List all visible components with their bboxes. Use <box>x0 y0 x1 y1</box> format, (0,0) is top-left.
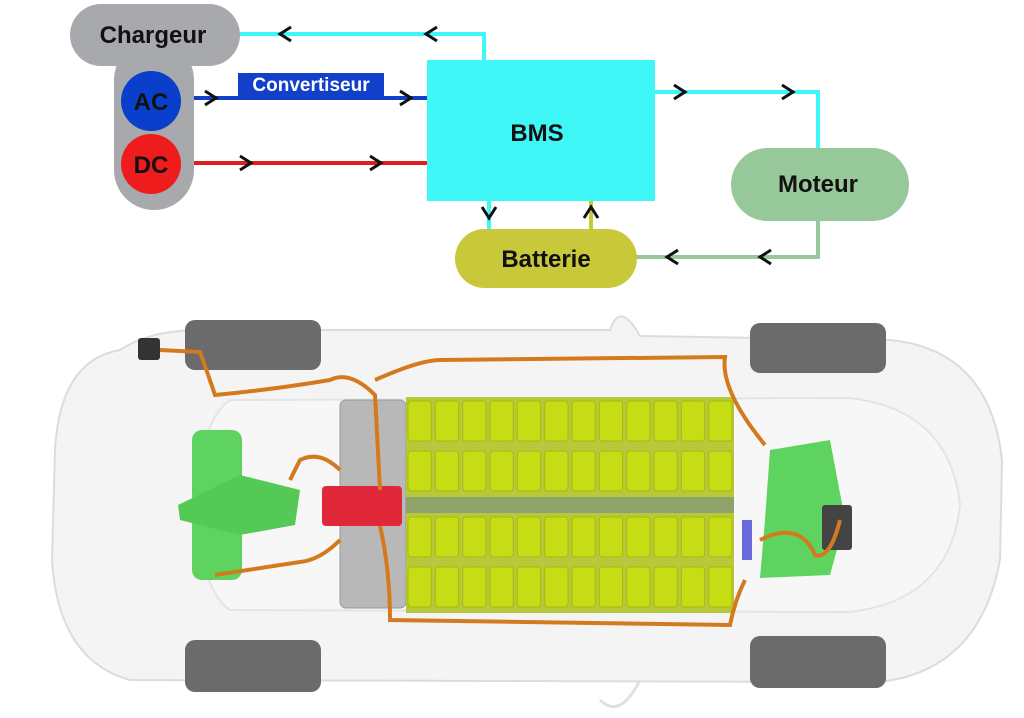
battery-module <box>571 516 596 558</box>
battery-module <box>544 400 569 442</box>
battery-module <box>489 450 514 492</box>
battery-module <box>571 400 596 442</box>
battery-module <box>407 516 432 558</box>
bms-flow-diagram: Convertiseur Chargeur AC DC <box>70 4 909 288</box>
battery-module <box>626 400 651 442</box>
battery-module <box>680 450 706 492</box>
motor-label: Moteur <box>778 171 858 198</box>
charging-port <box>138 338 160 360</box>
node-motor: Moteur <box>731 148 909 221</box>
link-bms-to-motor <box>655 83 820 150</box>
battery-module <box>489 400 514 442</box>
battery-module <box>489 566 514 608</box>
arrow-down-icon <box>480 206 498 221</box>
battery-module <box>598 566 624 608</box>
hv-cables <box>159 348 842 628</box>
arrow-right-icon <box>399 89 414 107</box>
converter-label-box <box>238 73 384 97</box>
battery-module <box>598 400 624 442</box>
front-motor <box>178 430 300 580</box>
battery-module <box>434 566 460 608</box>
battery-module <box>708 400 733 442</box>
link-dc-to-bms <box>186 154 428 172</box>
battery-module <box>434 450 460 492</box>
battery-module <box>544 566 569 608</box>
arrow-right-icon <box>369 154 384 172</box>
ac-label: AC <box>134 89 169 116</box>
wheel-rear-left <box>750 323 886 373</box>
battery-module <box>434 400 460 442</box>
node-bms: BMS <box>427 60 655 201</box>
wheel-front-right <box>185 640 321 692</box>
arrow-right-icon <box>673 83 688 101</box>
bms-label: BMS <box>510 120 563 147</box>
link-bms-to-charger <box>240 25 486 60</box>
battery-module <box>626 450 651 492</box>
battery-module <box>598 450 624 492</box>
battery-module <box>407 400 432 442</box>
battery-module <box>516 516 542 558</box>
junction-box <box>322 486 402 526</box>
battery-module <box>571 450 596 492</box>
node-dc: DC <box>121 134 181 194</box>
battery-module <box>626 566 651 608</box>
battery-module <box>516 566 542 608</box>
battery-module <box>708 566 733 608</box>
arrow-right-icon <box>239 154 254 172</box>
battery-module <box>653 566 678 608</box>
arrow-up-icon <box>582 204 600 219</box>
battery-module <box>516 400 542 442</box>
battery-module <box>653 450 678 492</box>
battery-module <box>434 516 460 558</box>
link-motor-to-battery <box>630 218 820 266</box>
wheel-rear-right <box>750 636 886 688</box>
arrow-left-icon <box>757 248 772 266</box>
arrow-left-icon <box>423 25 438 43</box>
arrow-left-icon <box>664 248 679 266</box>
battery-module <box>680 566 706 608</box>
battery-module <box>407 450 432 492</box>
node-ac: AC <box>121 71 181 131</box>
battery-module <box>544 516 569 558</box>
dc-label: DC <box>134 152 169 179</box>
battery-module <box>407 566 432 608</box>
battery-module <box>680 400 706 442</box>
battery-module <box>462 400 487 442</box>
converter-label: Convertiseur <box>252 75 370 96</box>
battery-module <box>544 450 569 492</box>
rear-inverter <box>742 520 752 560</box>
battery-module <box>462 450 487 492</box>
battery-label: Batterie <box>501 246 590 273</box>
arrow-right-icon <box>204 89 219 107</box>
battery-module <box>571 566 596 608</box>
battery-module <box>598 516 624 558</box>
link-bms-to-battery <box>480 200 498 230</box>
battery-module <box>708 516 733 558</box>
battery-module <box>680 516 706 558</box>
battery-module <box>462 566 487 608</box>
battery-module <box>708 450 733 492</box>
wheel-front-left <box>185 320 321 370</box>
battery-module <box>462 516 487 558</box>
link-battery-to-bms <box>582 200 600 230</box>
battery-module <box>516 450 542 492</box>
charger-label: Chargeur <box>100 22 207 49</box>
node-battery: Batterie <box>455 229 637 288</box>
battery-module <box>626 516 651 558</box>
arrow-right-icon <box>781 83 796 101</box>
link-ac-to-bms: Convertiseur <box>186 73 428 107</box>
arrow-left-icon <box>277 25 292 43</box>
battery-pack <box>406 397 734 613</box>
battery-module <box>653 400 678 442</box>
battery-module <box>489 516 514 558</box>
ev-powertrain-illustration <box>50 315 1004 709</box>
battery-module <box>653 516 678 558</box>
